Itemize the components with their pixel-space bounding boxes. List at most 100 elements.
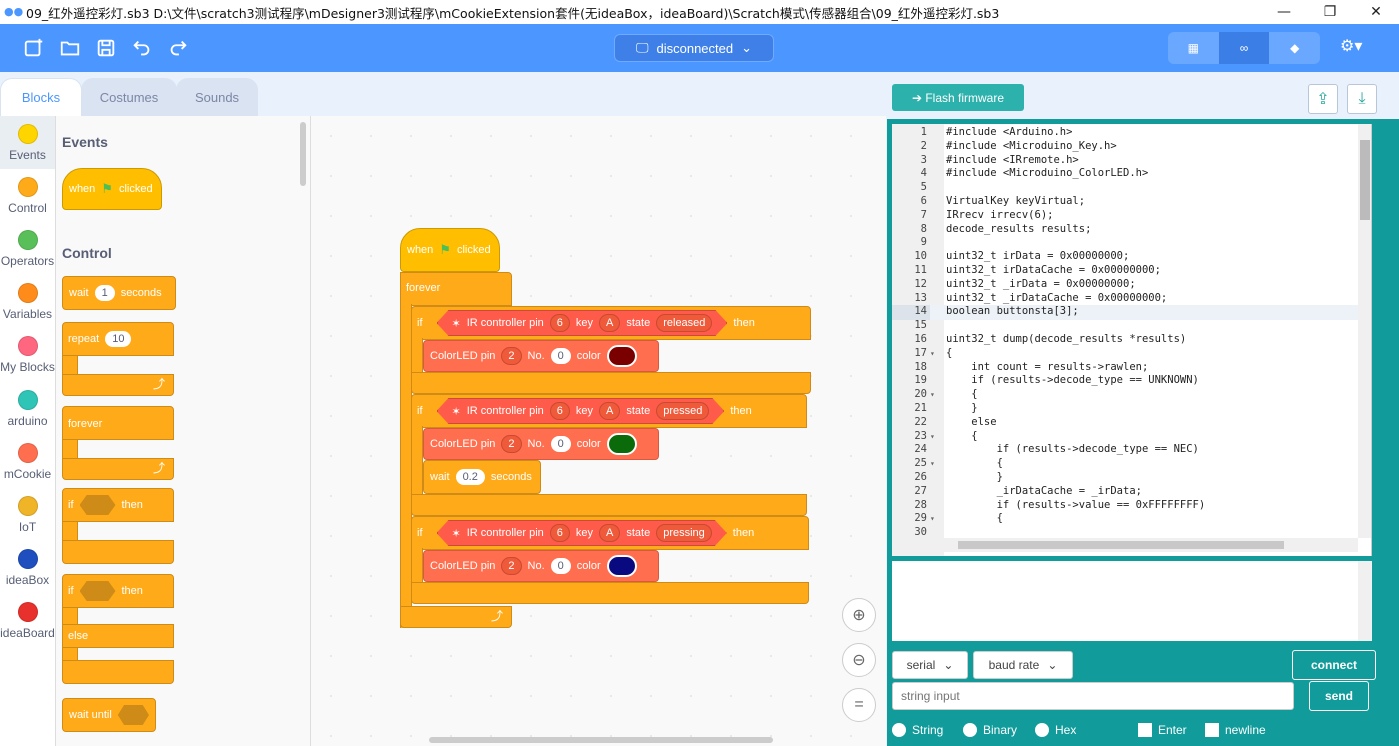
open-folder-icon[interactable] xyxy=(52,30,88,66)
category-iot[interactable]: IoT xyxy=(0,488,55,541)
serial-port-dropdown[interactable]: serial⌄ xyxy=(892,651,968,679)
color-swatch-blue[interactable] xyxy=(606,555,637,577)
gear-icon[interactable]: ⚙▾ xyxy=(1340,38,1363,55)
condition-slot[interactable] xyxy=(79,581,116,601)
category-events[interactable]: Events xyxy=(0,116,55,170)
radio-hex[interactable]: Hex xyxy=(1035,723,1076,737)
serial-input[interactable] xyxy=(892,682,1294,710)
undo-icon[interactable] xyxy=(124,30,160,66)
tab-blocks[interactable]: Blocks xyxy=(0,78,82,116)
baud-rate-dropdown[interactable]: baud rate⌄ xyxy=(973,651,1073,679)
category-arduino[interactable]: arduino xyxy=(0,382,55,435)
code-hscrollbar[interactable] xyxy=(944,538,1358,552)
workspace-hscrollbar[interactable] xyxy=(429,737,773,743)
fold-arrow-icon[interactable]: ▾ xyxy=(930,348,935,358)
close-button[interactable]: ✕ xyxy=(1370,4,1382,20)
code-editor[interactable]: 1#include <Arduino.h>2#include <Microdui… xyxy=(892,124,1372,556)
connection-dropdown[interactable]: 🖵 disconnected ⌄ xyxy=(614,34,774,62)
blocks-mode-icon[interactable]: ▦ xyxy=(1187,41,1199,55)
block-label: color xyxy=(576,438,601,450)
fold-arrow-icon[interactable]: ▾ xyxy=(930,431,935,441)
pin-dropdown[interactable]: 6 xyxy=(550,524,570,542)
fold-arrow-icon[interactable]: ▾ xyxy=(930,514,935,524)
led-index-input[interactable]: 0 xyxy=(550,348,571,364)
pin-dropdown[interactable]: 6 xyxy=(550,314,570,332)
code-vscrollbar[interactable] xyxy=(1358,124,1371,538)
block-label: IR controller pin xyxy=(466,317,544,329)
block-label: if xyxy=(417,405,423,417)
wait-input[interactable]: 0.2 xyxy=(455,469,485,485)
zoom-reset-icon[interactable]: = xyxy=(842,688,876,722)
color-swatch-red[interactable] xyxy=(606,345,637,367)
tab-costumes[interactable]: Costumes xyxy=(81,78,177,116)
key-dropdown[interactable]: A xyxy=(599,402,620,420)
block-label: seconds xyxy=(490,471,532,483)
key-dropdown[interactable]: A xyxy=(599,314,620,332)
led-index-input[interactable]: 0 xyxy=(550,558,571,574)
code-line: 26 } xyxy=(892,471,1358,485)
palette-when-flag-clicked[interactable]: when⚑clicked xyxy=(62,168,162,210)
palette-forever-block[interactable] xyxy=(62,406,174,440)
new-file-icon[interactable] xyxy=(16,30,52,66)
state-dropdown[interactable]: pressed xyxy=(656,402,709,420)
block-label: seconds xyxy=(120,287,162,299)
tab-sounds[interactable]: Sounds xyxy=(176,78,258,116)
led-pin-dropdown[interactable]: 2 xyxy=(501,557,522,575)
flash-firmware-button[interactable]: ➔ Flash firmware xyxy=(892,84,1024,111)
send-button[interactable]: send xyxy=(1309,681,1369,711)
state-dropdown[interactable]: pressing xyxy=(656,524,712,542)
arduino-mode-icon[interactable]: ∞ xyxy=(1218,32,1270,64)
line-gutter xyxy=(892,124,944,556)
checkbox-enter[interactable]: Enter xyxy=(1138,723,1187,737)
condition-slot[interactable] xyxy=(79,495,116,515)
connect-button[interactable]: connect xyxy=(1292,650,1376,680)
save-icon[interactable] xyxy=(88,30,124,66)
led-pin-dropdown[interactable]: 2 xyxy=(501,347,522,365)
code-text: boolean buttonsta[3]; xyxy=(946,305,1079,318)
script-workspace[interactable]: when⚑clicked forever ⤴ if ✶IR controller… xyxy=(311,116,886,746)
maximize-button[interactable]: ❐ xyxy=(1323,4,1337,20)
category-mcookie[interactable]: mCookie xyxy=(0,435,55,488)
wait-input[interactable]: 1 xyxy=(94,285,115,301)
category-operators[interactable]: Operators xyxy=(0,222,55,275)
forever-block[interactable] xyxy=(400,272,512,306)
category-variables[interactable]: Variables xyxy=(0,276,55,329)
line-number: 24 xyxy=(914,443,927,456)
category-my-blocks[interactable]: My Blocks xyxy=(0,329,55,382)
key-dropdown[interactable]: A xyxy=(599,524,620,542)
radio-binary[interactable]: Binary xyxy=(963,723,1017,737)
palette-scrollbar[interactable] xyxy=(300,122,306,186)
palette-wait-until-block[interactable]: wait until xyxy=(62,698,156,732)
condition-slot[interactable] xyxy=(117,705,149,725)
zoom-out-icon[interactable]: ⊖ xyxy=(842,643,876,677)
redo-icon[interactable] xyxy=(160,30,196,66)
repeat-input[interactable]: 10 xyxy=(105,331,132,347)
minimize-button[interactable]: — xyxy=(1277,4,1291,20)
zoom-in-icon[interactable]: ⊕ xyxy=(842,598,876,632)
category-control[interactable]: Control xyxy=(0,169,55,222)
category-ideaboard[interactable]: ideaBoard xyxy=(0,595,55,648)
python-mode-icon[interactable]: ◆ xyxy=(1290,41,1300,55)
checkbox-newline[interactable]: newline xyxy=(1205,723,1266,737)
pin-dropdown[interactable]: 6 xyxy=(550,402,570,420)
download-icon[interactable]: ⤓ xyxy=(1347,84,1377,114)
radio-string[interactable]: String xyxy=(892,723,943,737)
fold-arrow-icon[interactable]: ▾ xyxy=(930,459,935,469)
category-ideabox[interactable]: ideaBox xyxy=(0,542,55,595)
led-index-input[interactable]: 0 xyxy=(550,436,571,452)
color-swatch-green[interactable] xyxy=(606,433,637,455)
state-dropdown[interactable]: released xyxy=(656,314,712,332)
fold-arrow-icon[interactable]: ▾ xyxy=(930,390,935,400)
upload-icon[interactable]: ⇪ xyxy=(1308,84,1338,114)
led-pin-dropdown[interactable]: 2 xyxy=(501,435,522,453)
when-flag-clicked-block[interactable]: when⚑clicked xyxy=(400,228,500,272)
